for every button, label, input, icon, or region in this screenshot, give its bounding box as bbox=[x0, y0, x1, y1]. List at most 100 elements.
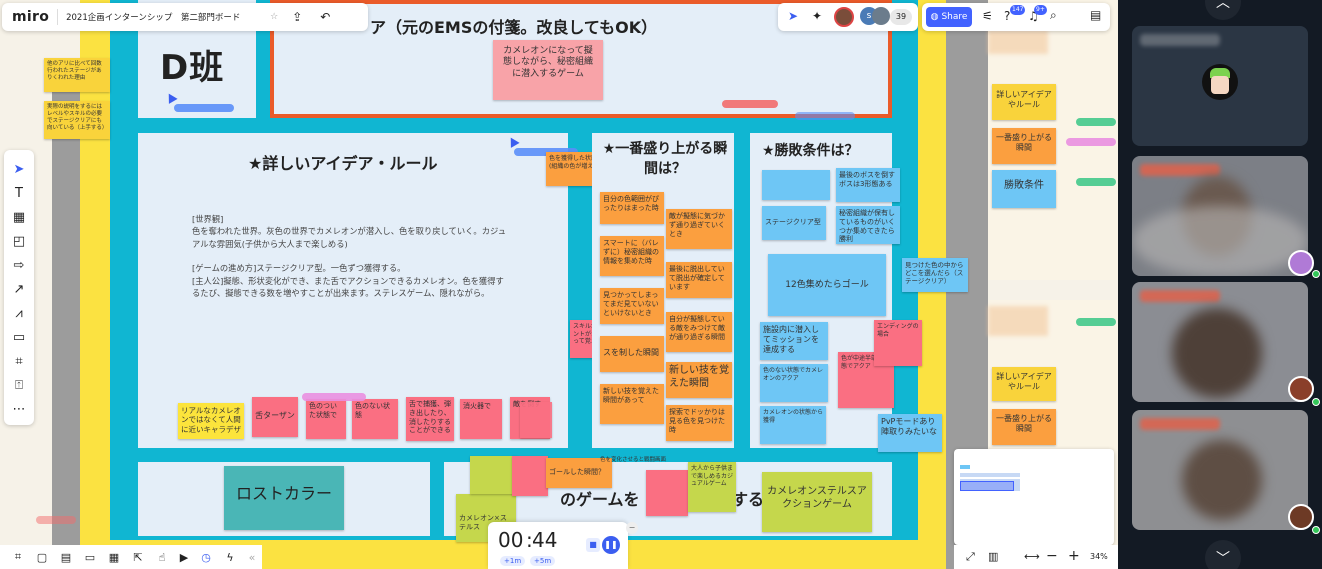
board-name[interactable]: 2021企画インターンシップ 第二部門ボード bbox=[66, 13, 241, 23]
video-icon[interactable]: ▶ bbox=[179, 550, 189, 564]
lightning-icon[interactable]: ϟ bbox=[226, 550, 234, 564]
select-tool-icon[interactable]: ➤ bbox=[13, 161, 25, 177]
sticky-note[interactable] bbox=[646, 470, 688, 516]
sticky-note[interactable]: PvPモードあり陣取りみたいな bbox=[878, 414, 942, 452]
sticky-note[interactable]: 舌ターザン bbox=[252, 397, 298, 437]
sticky-note[interactable]: 新しい技を覚えた瞬間があって bbox=[600, 384, 664, 424]
lost-color-sticky[interactable]: ロストカラー bbox=[224, 466, 344, 530]
sticky-note[interactable]: 色のない状態 bbox=[352, 399, 398, 439]
sticky-note[interactable]: 探索でドッかりは見る色を見つけた時 bbox=[666, 405, 732, 441]
celebrate-icon[interactable]: ✦ bbox=[812, 9, 823, 23]
avatar[interactable] bbox=[834, 7, 854, 27]
sticky-note[interactable]: スを制した瞬間 bbox=[600, 336, 664, 372]
sticky-note[interactable]: 消火器で bbox=[460, 399, 502, 439]
sticky-note[interactable]: カメレオンの状態から獲得 bbox=[760, 406, 826, 444]
share-button[interactable]: ◍Share bbox=[926, 7, 972, 27]
chat-icon[interactable]: ▤ bbox=[60, 550, 72, 564]
zoom-level[interactable]: 34% bbox=[1090, 552, 1108, 561]
share-screen-icon[interactable]: ⇱ bbox=[133, 550, 143, 564]
search-icon[interactable]: ⌕ bbox=[1050, 8, 1057, 22]
fit-width-icon[interactable]: ⟷ bbox=[1024, 550, 1040, 563]
cursor-icon[interactable]: ➤ bbox=[788, 9, 799, 23]
sticky-note[interactable]: 目分の色範囲がぴったりはまった時 bbox=[600, 192, 664, 224]
scroll-up-button[interactable]: ︿ bbox=[1205, 0, 1241, 20]
miro-logo[interactable]: miro bbox=[12, 9, 50, 25]
upload-tool-icon[interactable]: ⍐ bbox=[15, 377, 23, 393]
scroll-down-button[interactable]: ﹀ bbox=[1205, 540, 1241, 569]
shape-tool-icon[interactable]: ⇨ bbox=[13, 257, 25, 273]
sticky-note[interactable]: 色のついた状態で bbox=[306, 399, 346, 439]
minimap[interactable] bbox=[954, 449, 1114, 545]
sticky-tool-icon[interactable]: ◰ bbox=[12, 233, 26, 249]
grid-icon[interactable]: ▦ bbox=[108, 550, 120, 564]
sticky-note[interactable]: エンディングの場合 bbox=[874, 320, 922, 366]
collapse-icon[interactable]: « bbox=[248, 550, 256, 564]
more-tools-icon[interactable]: ⋯ bbox=[12, 401, 26, 417]
line-tool-icon[interactable]: ↗ bbox=[13, 281, 25, 297]
sticky-note[interactable]: 一番盛り上がる瞬間 bbox=[992, 128, 1056, 164]
text-tool-icon[interactable]: T bbox=[15, 185, 23, 201]
minimap-viewport[interactable] bbox=[960, 481, 1014, 491]
star-icon[interactable]: ☆ bbox=[270, 12, 279, 22]
sticky-note[interactable]: 見つかってしまってまだ見ていないといけないとき bbox=[600, 288, 664, 324]
sticky-note[interactable]: 施設内に潜入してミッションを達成する bbox=[760, 322, 828, 360]
sticky-note[interactable]: 色のない状態でカメレオンのアクア bbox=[760, 364, 828, 402]
sticky-note[interactable]: 他のアリに比べて回数行われたステージがありくわれた理由 bbox=[44, 58, 110, 92]
sticky-note[interactable] bbox=[762, 170, 830, 200]
avatar[interactable] bbox=[872, 7, 890, 25]
table-tool-icon[interactable]: ▦ bbox=[12, 209, 26, 225]
map-icon[interactable]: ▥ bbox=[988, 550, 999, 563]
notes-icon[interactable]: ▤ bbox=[1090, 8, 1102, 22]
cards-icon[interactable]: ▭ bbox=[84, 550, 96, 564]
zoom-out-icon[interactable]: − bbox=[1046, 548, 1058, 564]
bell-icon[interactable]: ♫ bbox=[1028, 9, 1039, 23]
sticky-note[interactable]: 見つけた色の中からどこを選んだら（ステージクリア） bbox=[902, 258, 968, 292]
sticky-note[interactable]: 実際の説明をするにはレベルやスキルの必要でステージクリアにも向いている（上手する… bbox=[44, 101, 110, 139]
help-icon[interactable]: ? bbox=[1004, 9, 1011, 23]
add-1-minute-button[interactable]: +1m bbox=[500, 556, 526, 566]
pen-tool-icon[interactable]: ⩘ bbox=[15, 305, 23, 321]
sticky-note[interactable]: 自分が擬態している敵をみつけて敵が通り過ぎる瞬間 bbox=[666, 312, 732, 352]
video-tile[interactable] bbox=[1132, 282, 1308, 402]
undo-icon[interactable]: ↶ bbox=[320, 10, 331, 24]
upload-icon[interactable]: ⇪ bbox=[292, 10, 303, 24]
sticky-note[interactable]: 勝敗条件 bbox=[992, 170, 1056, 208]
fullscreen-icon[interactable]: ⤢ bbox=[966, 550, 975, 563]
sticky-note[interactable]: 最後に脱出していて脱出が確定しています bbox=[666, 262, 732, 298]
sticky-note[interactable] bbox=[520, 402, 552, 438]
sticky-note[interactable]: 敵が擬態に気づかず通り過ぎていくとき bbox=[666, 209, 732, 249]
sticky-note[interactable]: 一番盛り上がる瞬間 bbox=[992, 409, 1056, 445]
pause-icon[interactable]: ❚❚ bbox=[602, 536, 620, 554]
sticky-note[interactable] bbox=[470, 456, 518, 494]
sticky-note[interactable]: 最後のボスを倒すボスは3形態ある bbox=[836, 168, 900, 202]
close-timer-icon[interactable]: − bbox=[626, 522, 638, 534]
video-tile[interactable] bbox=[1132, 26, 1308, 146]
sticky-note[interactable]: 詳しいアイデアやルール bbox=[992, 84, 1056, 120]
chameleon-stealth-sticky[interactable]: カメレオンステルスアクションゲーム bbox=[762, 472, 872, 532]
top-idea-sticky[interactable]: カメレオンになって擬態しながら、秘密組織に潜入するゲーム bbox=[493, 40, 603, 100]
sticky-note[interactable]: スマートに（バレずに）秘密組織の情報を集めた時 bbox=[600, 236, 664, 276]
stop-icon[interactable]: ■ bbox=[586, 538, 600, 552]
video-tile[interactable] bbox=[1132, 410, 1308, 530]
sticky-note[interactable]: 秘密組織が保有しているものがいくつか集めてきたら勝利 bbox=[836, 206, 900, 244]
sticky-note[interactable]: リアルなカメレオンではなくて人間に近いキャラデザ bbox=[178, 403, 244, 439]
sticky-note[interactable]: 舌で捕獲、弾き出したり、消したりすることができる bbox=[406, 397, 454, 441]
frames-icon[interactable]: ⌗ bbox=[14, 550, 22, 563]
sticky-note[interactable]: ゴールした瞬間？ bbox=[546, 458, 612, 488]
participants-count[interactable]: 39 bbox=[890, 9, 912, 25]
settings-sliders-icon[interactable]: ⚟ bbox=[982, 9, 993, 23]
timer-icon[interactable]: ◷ bbox=[201, 550, 211, 564]
comment-tool-icon[interactable]: ▭ bbox=[12, 329, 26, 345]
sticky-note[interactable]: 詳しいアイデアやルール bbox=[992, 367, 1056, 401]
board-canvas[interactable]: D班 ア（元のEMSの付箋。改良してもOK） カメレオンになって擬態しながら、秘… bbox=[0, 0, 1118, 569]
sticky-note[interactable]: 新しい技を覚えた瞬間 bbox=[666, 362, 732, 398]
zoom-in-icon[interactable]: + bbox=[1068, 548, 1080, 564]
sticky-note[interactable]: 12色集めたらゴール bbox=[768, 254, 886, 316]
sticky-note[interactable]: 大人から子供まで楽しめるカジュアルゲーム bbox=[688, 462, 736, 512]
sticky-note[interactable] bbox=[512, 456, 548, 496]
like-icon[interactable]: ☝ bbox=[158, 550, 166, 564]
video-tile[interactable] bbox=[1132, 156, 1308, 276]
sticky-note[interactable]: ステージクリア型 bbox=[762, 206, 826, 240]
frame-tool-icon[interactable]: ⌗ bbox=[15, 353, 23, 369]
comments-icon[interactable]: ▢ bbox=[36, 550, 48, 564]
